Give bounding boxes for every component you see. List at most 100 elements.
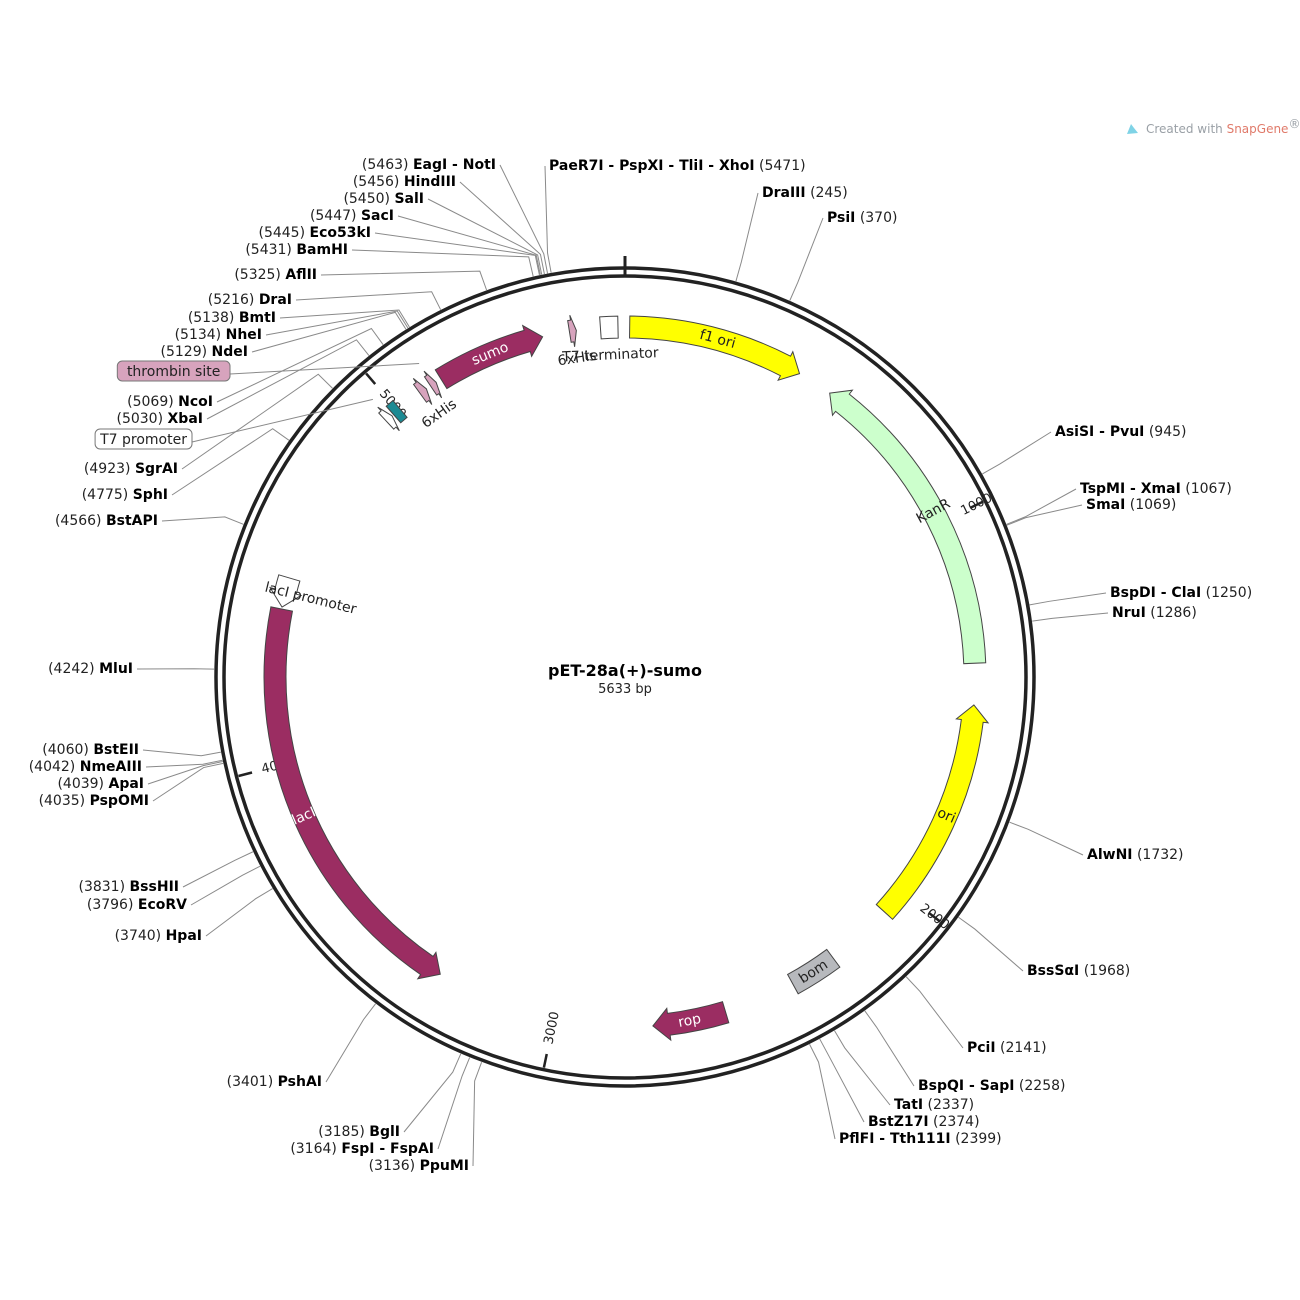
- enzyme-name: NheI: [226, 327, 262, 343]
- site-separator: -: [604, 158, 620, 174]
- site-leader-line: [1009, 821, 1084, 856]
- site-position: (5471): [759, 158, 806, 174]
- enzyme-name: BssHII: [130, 879, 179, 895]
- callout-box: [116, 360, 231, 382]
- enzyme-name: ClaI: [1171, 585, 1201, 601]
- enzyme-name: XbaI: [168, 411, 203, 427]
- credit-prefix: Created with: [1146, 122, 1227, 136]
- site-label: (4566) BstAPI: [55, 513, 158, 529]
- enzyme-name: TliI: [679, 158, 703, 174]
- site-label: (5445) Eco53kI: [259, 225, 372, 241]
- site-label: BspDI - ClaI (1250): [1110, 585, 1252, 601]
- site-leader-line: [142, 749, 222, 757]
- site-label: (5456) HindIII: [353, 174, 456, 190]
- site-separator: -: [447, 157, 463, 173]
- site-eagi-noti: (5463) EagI - NotI: [362, 157, 549, 274]
- site-position: (3136): [369, 1158, 416, 1174]
- site-label: (4035) PspOMI: [39, 793, 149, 809]
- site-ncoi: (5069) NcoI: [127, 327, 384, 410]
- site-position: (370): [860, 210, 898, 226]
- enzyme-name: BspDI: [1110, 585, 1156, 601]
- feature-rop-label: rop: [677, 1011, 703, 1031]
- enzyme-name: BamHI: [296, 242, 348, 258]
- feature-6xhis-arrow: [567, 314, 577, 347]
- site-label: TatI (2337): [894, 1097, 974, 1113]
- enzyme-name: TatI: [894, 1097, 923, 1113]
- site-position: (5138): [188, 310, 235, 326]
- site-position: (1732): [1137, 847, 1184, 863]
- site-saci: (5447) SacI: [310, 208, 541, 275]
- site-ppumi: (3136) PpuMI: [369, 1062, 483, 1174]
- position-ticks: 10002000300040005000: [238, 372, 995, 1068]
- enzyme-name: NotI: [463, 157, 496, 173]
- site-leader-line: [427, 198, 543, 275]
- site-leader-line: [819, 1038, 865, 1123]
- site-pflfi-tth111i: PflFI - Tth111I (2399): [809, 1044, 1002, 1147]
- site-position: (5134): [175, 327, 222, 343]
- site-label: (4923) SgrAI: [84, 461, 178, 477]
- site-pcii: PciI (2141): [905, 976, 1047, 1056]
- site-leader-line: [1032, 612, 1109, 622]
- site-smai: SmaI (1069): [1006, 497, 1177, 526]
- site-label: (3796) EcoRV: [87, 897, 187, 913]
- feature-laci-arrow: [263, 606, 441, 980]
- site-label: (5138) BmtI: [188, 310, 276, 326]
- site-label: (4775) SphI: [82, 487, 168, 503]
- feature-ori-arrow: [875, 704, 990, 921]
- enzyme-name: EcoRV: [138, 897, 187, 913]
- site-position: (1250): [1206, 585, 1253, 601]
- feature-t7-terminator-arrow: [599, 315, 619, 340]
- site-ecorv: (3796) EcoRV: [87, 865, 261, 913]
- feature-rop-arrow: [652, 1001, 730, 1042]
- site-position: (5463): [362, 157, 409, 173]
- enzyme-name: PspXI: [619, 158, 663, 174]
- site-label: (3185) BglI: [318, 1124, 400, 1140]
- site-leader-line: [351, 249, 534, 277]
- site-separator: -: [964, 1078, 980, 1094]
- enzyme-name: AlwNI: [1087, 847, 1133, 863]
- enzyme-name: TspMI: [1080, 481, 1125, 497]
- site-label: BspQI - SapI (2258): [918, 1078, 1065, 1094]
- site-nrui: NruI (1286): [1032, 605, 1197, 622]
- enzyme-name: FspAI: [390, 1141, 434, 1157]
- site-leader-line: [958, 916, 1024, 972]
- site-leader-line: [499, 164, 549, 274]
- credit-brand: SnapGene: [1227, 122, 1289, 136]
- site-separator: -: [1125, 481, 1141, 497]
- site-leader-line: [834, 1030, 891, 1106]
- enzyme-name: BstAPI: [106, 513, 158, 529]
- site-separator: -: [1094, 424, 1110, 440]
- site-position: (5450): [343, 191, 390, 207]
- site-label: (4039) ApaI: [57, 776, 144, 792]
- site-position: (1968): [1084, 963, 1131, 979]
- site-position: (1069): [1130, 497, 1177, 513]
- site-leader-line: [905, 976, 964, 1049]
- site-asisi-pvui: AsiSI - PvuI (945): [982, 424, 1187, 475]
- site-leader-line: [735, 192, 759, 282]
- enzyme-name: HindIII: [404, 174, 456, 190]
- site-label: (3401) PshAI: [227, 1074, 322, 1090]
- site-position: (1067): [1185, 481, 1232, 497]
- site-aflii: (5325) AflII: [234, 267, 488, 291]
- callout-leader-line: [191, 398, 374, 443]
- enzyme-name: NmeAIII: [80, 759, 142, 775]
- feature-laci-promoter-arrow: [269, 574, 303, 608]
- enzyme-name: HpaI: [166, 928, 202, 944]
- site-sali: (5450) SalI: [343, 191, 543, 275]
- site-leader-line: [152, 762, 224, 802]
- site-bmti: (5138) BmtI: [188, 309, 410, 328]
- site-leader-line: [145, 759, 223, 768]
- site-hpai: (3740) HpaI: [115, 888, 273, 944]
- site-position: (2141): [1000, 1040, 1047, 1056]
- enzyme-name: AsiSI: [1055, 424, 1094, 440]
- site-bstz17i: BstZ17I (2374): [819, 1038, 980, 1130]
- feature-t7-terminator-label: T7 terminator: [561, 345, 659, 365]
- enzyme-name: FspI: [341, 1141, 374, 1157]
- site-position: (4923): [84, 461, 131, 477]
- site-label: (5447) SacI: [310, 208, 394, 224]
- site-leader-line: [437, 1057, 471, 1150]
- snapgene-logo-icon: [1127, 124, 1138, 134]
- feature-lac-operator-arrow: [385, 399, 408, 424]
- site-position: (3185): [318, 1124, 365, 1140]
